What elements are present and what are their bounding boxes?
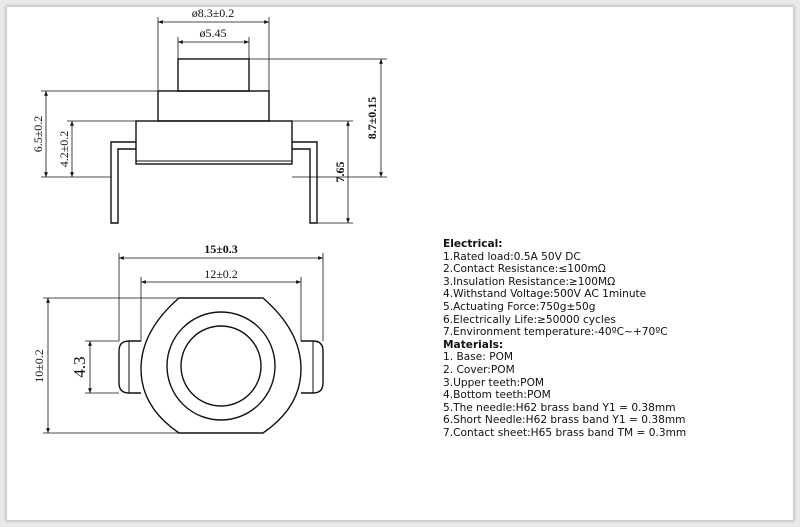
electrical-item: 3.Insulation Resistance:≥100MΩ — [443, 275, 616, 288]
materials-item: 7.Contact sheet:H65 brass band TM = 0.3m… — [443, 426, 687, 439]
electrical-item: 1.Rated load:0.5A 50V DC — [443, 250, 581, 263]
side-view — [110, 58, 318, 224]
electrical-item: 6.Electrically Life:≥50000 cycles — [443, 313, 616, 326]
electrical-item: 7.Environment temperature:-40ºC~+70ºC — [443, 326, 668, 339]
dim-top-width: ø8.3±0.2 — [192, 7, 235, 20]
bottom-inner-ring — [180, 325, 262, 407]
bottom-left-tab — [118, 340, 141, 394]
bottom-outer-ring — [166, 311, 276, 421]
materials-item: 6.Short Needle:H62 brass band Y1 = 0.38m… — [443, 414, 686, 427]
side-right-pin — [292, 141, 318, 224]
materials-item: 5.The needle:H62 brass band Y1 = 0.38mm — [443, 401, 676, 414]
dim-left-inner: 4.2±0.2 — [57, 131, 71, 168]
bottom-dimensions — [43, 253, 324, 434]
spec-text-block: Electrical: 1.Rated load:0.5A 50V DC 2.C… — [443, 238, 686, 440]
side-body — [135, 120, 293, 165]
dim-plunger-width: ø5.45 — [200, 26, 227, 40]
dim-total-height: 8.7±0.15 — [365, 97, 379, 140]
materials-item: 1. Base: POM — [443, 351, 514, 364]
drawing-frame: ø8.3±0.2 ø5.45 8.7±0.15 7.65 6.5±0.2 4.2… — [6, 6, 794, 521]
materials-item: 2. Cover:POM — [443, 363, 515, 376]
bottom-view — [118, 297, 324, 434]
side-cap — [157, 90, 270, 122]
bottom-body-outline — [140, 297, 302, 434]
electrical-item: 2.Contact Resistance:≤100mΩ — [443, 263, 606, 276]
dim-bottom-tab: 4.3 — [70, 356, 89, 377]
technical-drawing: ø8.3±0.2 ø5.45 8.7±0.15 7.65 6.5±0.2 4.2… — [31, 7, 387, 434]
dim-left-outer: 6.5±0.2 — [31, 116, 45, 153]
dim-bottom-inner-width: 12±0.2 — [204, 267, 238, 281]
dim-bottom-height: 10±0.2 — [32, 349, 46, 383]
dim-bottom-width: 15±0.3 — [204, 242, 238, 256]
materials-item: 4.Bottom teeth:POM — [443, 389, 551, 402]
electrical-heading: Electrical: — [443, 238, 503, 250]
materials-item: 3.Upper teeth:POM — [443, 376, 545, 389]
side-left-pin — [110, 141, 136, 224]
materials-heading: Materials: — [443, 338, 504, 351]
electrical-item: 5.Actuating Force:750g±50g — [443, 300, 596, 313]
side-dimensions — [41, 17, 387, 224]
dim-pin-length: 7.65 — [333, 162, 347, 183]
side-plunger — [177, 58, 250, 92]
electrical-item: 4.Withstand Voltage:500V AC 1minute — [443, 288, 647, 301]
bottom-right-tab — [301, 340, 324, 394]
